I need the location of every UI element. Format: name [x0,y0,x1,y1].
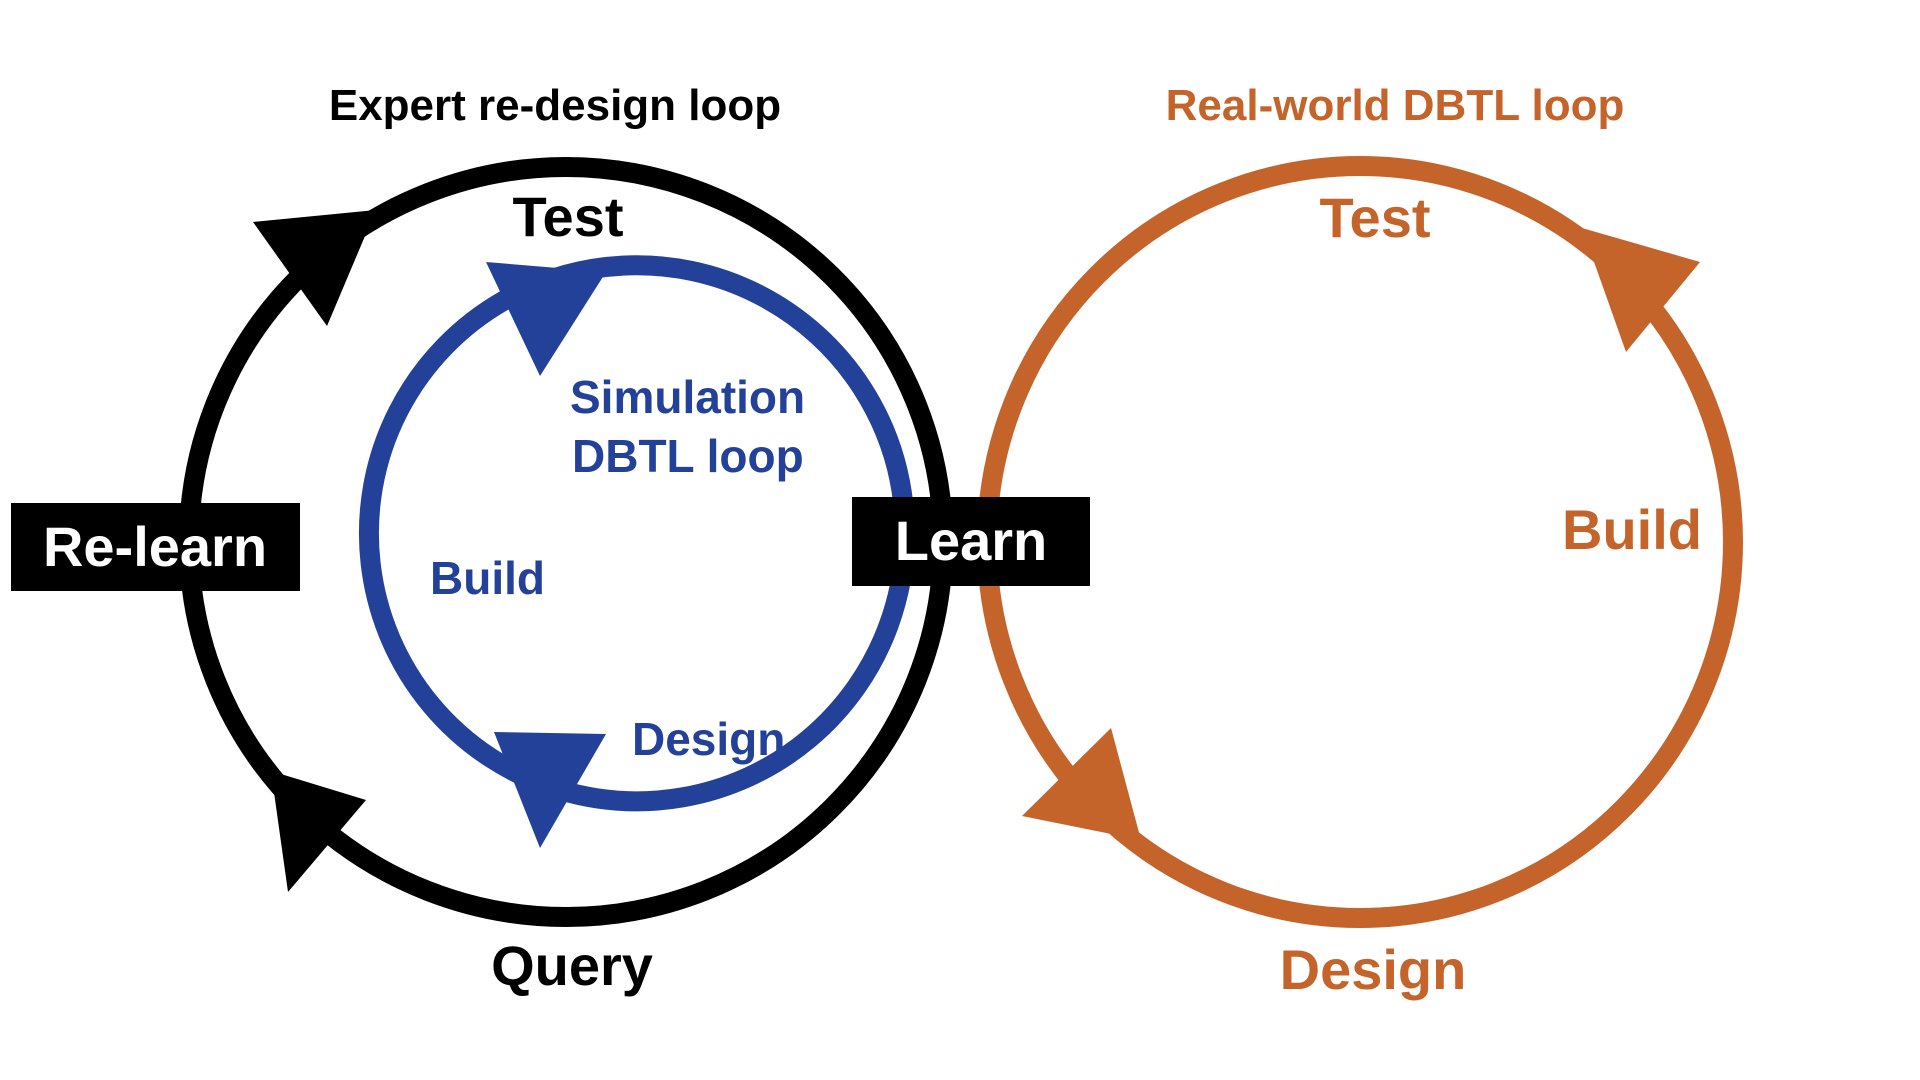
learn-box-label: Learn [895,509,1048,572]
learn-box-bg [852,497,1090,586]
simulation-arrowhead-top [486,262,606,376]
expert-stage-query: Query [491,934,653,997]
real-world-arrowhead-bottom [1022,728,1141,840]
learn-box: Learn [852,497,1090,586]
relearn-box: Re-learn [11,503,300,591]
real-world-stage-design: Design [1280,938,1467,1001]
simulation-stage-design: Design [632,713,785,765]
expert-arrowhead-bottom [271,771,366,892]
simulation-loop-title-line1: Simulation [570,371,805,423]
expert-arrowhead-top [253,210,376,326]
expert-loop-title: Expert re-design loop [329,81,781,130]
real-world-stage-test: Test [1320,186,1431,249]
real-world-loop-title: Real-world DBTL loop [1166,81,1625,130]
relearn-box-bg [11,503,300,591]
relearn-box-label: Re-learn [43,515,267,578]
simulation-arrowhead-bottom [494,732,606,848]
simulation-stage-build: Build [430,552,545,604]
simulation-loop [358,255,915,848]
simulation-loop-title-line2: DBTL loop [572,430,804,482]
simulation-loop-ring [358,255,915,812]
real-world-arrowhead-top [1582,228,1700,352]
expert-stage-test: Test [513,185,624,248]
real-world-stage-build: Build [1562,498,1702,561]
